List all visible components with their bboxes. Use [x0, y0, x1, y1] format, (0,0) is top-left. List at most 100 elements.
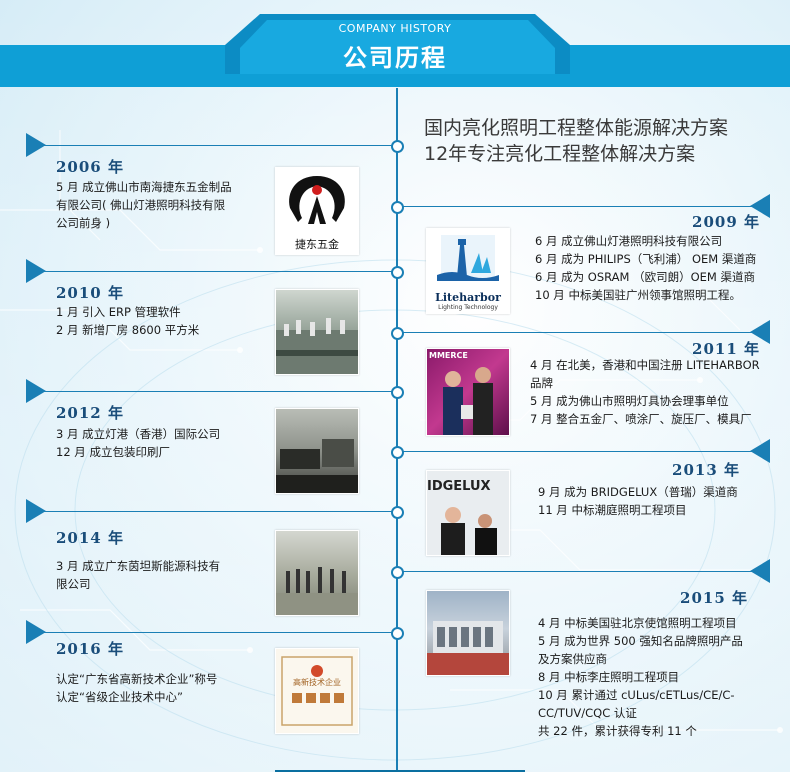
arrow-marker-icon — [750, 194, 770, 218]
event-line: 5 月 成立佛山市南海捷东五金制品 — [56, 180, 232, 194]
timeline-node-icon — [391, 566, 404, 579]
timeline-node-icon — [391, 446, 404, 459]
year-label: 2009 年 — [692, 213, 760, 231]
event-line: 12 月 成立包装印刷厂 — [56, 445, 170, 459]
event-line: 限公司 — [56, 577, 91, 591]
year-label: 2006 年 — [56, 158, 124, 176]
bottom-rule — [275, 770, 525, 772]
arrow-marker-icon — [26, 620, 46, 644]
company-visit-photo — [275, 530, 359, 616]
event-line: 公司前身 ) — [56, 216, 111, 230]
year-label: 2015 年 — [680, 589, 748, 607]
connector-line — [30, 632, 396, 633]
event-line: 有限公司( 佛山灯港照明科技有限 — [56, 198, 226, 212]
arrow-marker-icon — [26, 259, 46, 283]
arrow-marker-icon — [750, 320, 770, 344]
arrow-marker-icon — [750, 439, 770, 463]
arrow-marker-icon — [26, 133, 46, 157]
event-line: 6 月 成为 PHILIPS（飞利浦） OEM 渠道商 — [535, 252, 757, 266]
timeline-axis — [396, 88, 398, 772]
event-text: 6 月 成立佛山灯港照明科技有限公司 6 月 成为 PHILIPS（飞利浦） O… — [535, 232, 756, 304]
liteharbor-logo-text: Liteharbor — [435, 291, 501, 304]
arrow-marker-icon — [26, 499, 46, 523]
event-text: 4 月 在北美，香港和中国注册 LITEHARBOR 品牌 5 月 成为佛山市照… — [530, 356, 760, 428]
year-label: 2011 年 — [692, 340, 760, 358]
event-line: 10 月 累计通过 cULus/cETLus/CE/C- — [538, 688, 735, 702]
year-label: 2012 年 — [56, 404, 124, 422]
connector-line — [398, 451, 770, 452]
event-line: 11 月 中标潮庭照明工程项目 — [538, 503, 687, 517]
jiedong-logo-icon — [289, 176, 345, 224]
two-people-icon — [441, 507, 497, 555]
event-line: 认定“广东省高新技术企业”称号 — [56, 672, 218, 686]
event-line: 1 月 引入 ERP 管理软件 — [56, 305, 181, 319]
header-title-cn: 公司历程 — [343, 44, 447, 72]
event-line: 2 月 新增厂房 8600 平方米 — [56, 323, 200, 337]
event-line: 6 月 成为 OSRAM （欧司朗）OEM 渠道商 — [535, 270, 755, 284]
event-line: 4 月 在北美，香港和中国注册 LITEHARBOR — [530, 358, 760, 372]
event-text: 3 月 成立灯港（香港）国际公司 12 月 成立包装印刷厂 — [56, 425, 220, 461]
event-text: 5 月 成立佛山市南海捷东五金制品 有限公司( 佛山灯港照明科技有限 公司前身 … — [56, 178, 266, 232]
photo-banner-text: MMERCE — [429, 351, 468, 360]
event-text: 1 月 引入 ERP 管理软件 2 月 新增厂房 8600 平方米 — [56, 303, 199, 339]
timeline-node-icon — [391, 627, 404, 640]
certificate-icon — [281, 656, 353, 726]
slogan-line-1: 国内亮化照明工程整体能源解决方案 — [424, 117, 729, 139]
event-line: 6 月 成立佛山灯港照明科技有限公司 — [535, 234, 723, 248]
jiedong-logo-image: 捷东五金 — [275, 167, 359, 255]
timeline-node-icon — [391, 386, 404, 399]
event-line: 4 月 中标美国驻北京使馆照明工程项目 — [538, 616, 737, 630]
event-line: 8 月 中标李庄照明工程项目 — [538, 670, 680, 684]
event-text: 认定“广东省高新技术企业”称号 认定“省级企业技术中心” — [56, 670, 217, 706]
event-line: 品牌 — [530, 376, 553, 390]
factory-scene-icon — [276, 318, 358, 374]
year-label: 2013 年 — [672, 461, 740, 479]
high-tech-enterprise-certificate: 高新技术企业 — [275, 648, 359, 734]
event-line: CC/TUV/CQC 认证 — [538, 706, 637, 720]
event-line: 9 月 成为 BRIDGELUX（普瑞）渠道商 — [538, 485, 738, 499]
timeline-node-icon — [391, 201, 404, 214]
slogan-line-2: 12年专注亮化工程整体解决方案 — [424, 143, 696, 165]
connector-line — [30, 145, 396, 146]
timeline-node-icon — [391, 266, 404, 279]
liteharbor-logo-image: Liteharbor Lighting Technology — [426, 228, 510, 314]
event-text: 4 月 中标美国驻北京使馆照明工程项目 5 月 成为世界 500 强知名品牌照明… — [538, 614, 743, 740]
header-title-en: COMPANY HISTORY — [338, 22, 452, 35]
group-of-people-icon — [276, 567, 358, 615]
year-label: 2014 年 — [56, 529, 124, 547]
bridgelux-banner-text: IDGELUX — [427, 479, 491, 494]
event-line: 5 月 成为世界 500 强知名品牌照明产品 — [538, 634, 743, 648]
jiedong-logo-caption: 捷东五金 — [295, 238, 339, 251]
event-line: 5 月 成为佛山市照明灯具协会理事单位 — [530, 394, 729, 408]
lighthouse-icon — [437, 235, 499, 281]
connector-line — [30, 271, 396, 272]
header-tab — [225, 14, 570, 74]
event-line: 共 22 件，累计获得专利 11 个 — [538, 724, 697, 738]
event-line: 3 月 成立广东茵坦斯能源科技有 — [56, 559, 221, 573]
printing-workshop-photo — [275, 408, 359, 494]
building-icon — [427, 621, 509, 675]
liteharbor-logo-subtext: Lighting Technology — [438, 304, 498, 311]
arrow-marker-icon — [750, 559, 770, 583]
event-line: 3 月 成立灯港（香港）国际公司 — [56, 427, 221, 441]
event-line: 认定“省级企业技术中心” — [56, 690, 183, 704]
event-text: 9 月 成为 BRIDGELUX（普瑞）渠道商 11 月 中标潮庭照明工程项目 — [538, 483, 738, 519]
event-line: 10 月 中标美国驻广州领事馆照明工程。 — [535, 288, 741, 302]
award-ceremony-photo: MMERCE — [426, 348, 510, 436]
event-line: 及方案供应商 — [538, 652, 607, 666]
connector-line — [398, 332, 770, 333]
event-line: 7 月 整合五金厂、喷涂厂、旋压厂、模具厂 — [530, 412, 752, 426]
slogan: 国内亮化照明工程整体能源解决方案 12年专注亮化工程整体解决方案 — [424, 115, 728, 167]
factory-floor-photo — [275, 289, 359, 375]
people-icon — [443, 367, 493, 435]
year-label: 2010 年 — [56, 284, 124, 302]
bridgelux-partners-photo: IDGELUX — [426, 470, 510, 556]
connector-line — [398, 571, 770, 572]
stadium-project-photo — [426, 590, 510, 676]
connector-line — [30, 511, 396, 512]
timeline-node-icon — [391, 506, 404, 519]
timeline-node-icon — [391, 327, 404, 340]
connector-line — [30, 391, 396, 392]
timeline-node-icon — [391, 140, 404, 153]
